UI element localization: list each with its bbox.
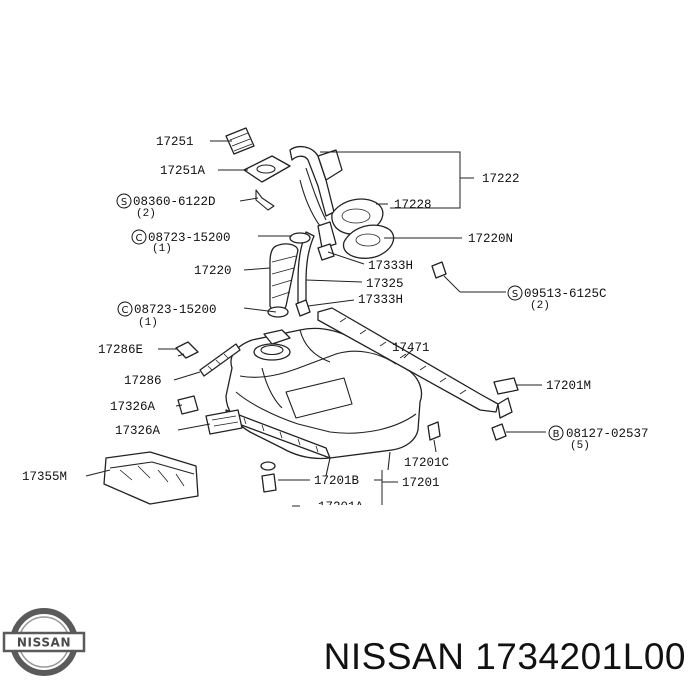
- bracket-17201M: [493, 377, 519, 395]
- caption-brand: NISSAN: [323, 636, 465, 677]
- logo-text: NISSAN: [17, 636, 71, 650]
- label-08360: 08360-6122D: [133, 195, 216, 209]
- label-17325: 17325: [366, 277, 404, 291]
- label-17471: 17471: [392, 341, 430, 355]
- svg-text:B: B: [553, 429, 560, 440]
- label-17326A-1: 17326A: [110, 400, 156, 414]
- marker-b-08127: B: [548, 425, 564, 441]
- part-caption: NISSAN 1734201L00: [324, 636, 686, 678]
- label-17333H-2: 17333H: [358, 293, 403, 307]
- label-17333H-1: 17333H: [368, 259, 413, 273]
- label-17251A: 17251A: [160, 164, 206, 178]
- label-17228: 17228: [394, 198, 432, 212]
- label-09513-qty: (2): [530, 300, 550, 312]
- tank-strap-17471: [317, 307, 513, 419]
- label-08127: 08127-02537: [566, 427, 649, 441]
- callout-labels: 17251 17251A 08360-6122D (2) 08723-15200…: [22, 135, 649, 514]
- label-17286E: 17286E: [98, 343, 143, 357]
- shield-17355M: [103, 451, 199, 505]
- svg-text:S: S: [121, 197, 127, 208]
- fuel-tank: [225, 327, 423, 477]
- marker-s-08360: S: [116, 193, 132, 209]
- svg-text:C: C: [136, 233, 143, 244]
- bracket-17286E: [175, 341, 199, 359]
- label-17201C: 17201C: [404, 456, 449, 470]
- marker-c-08723-a: C: [131, 229, 147, 245]
- label-17326A-2: 17326A: [115, 424, 161, 438]
- bolt-17201C: [427, 421, 441, 441]
- svg-text:C: C: [122, 305, 129, 316]
- marker-s-09513: S: [507, 285, 523, 301]
- label-17251: 17251: [156, 135, 194, 149]
- pad-17286: [199, 343, 241, 377]
- nissan-logo: NISSAN: [2, 608, 86, 676]
- label-17201: 17201: [402, 476, 440, 490]
- filler-tube: [267, 145, 343, 318]
- label-09513: 09513-6125C: [524, 287, 607, 301]
- marker-c-08723-b: C: [117, 301, 133, 317]
- bolt-08127: [491, 423, 507, 441]
- label-17220N: 17220N: [468, 232, 513, 246]
- bolt-17201B: [260, 461, 277, 493]
- label-08723-a: 08723-15200: [148, 231, 231, 245]
- label-08127-qty: (5): [570, 440, 590, 452]
- label-17201M: 17201M: [546, 379, 591, 393]
- label-17201B: 17201B: [314, 474, 360, 488]
- label-17222: 17222: [482, 172, 520, 186]
- label-08723-b-qty: (1): [138, 317, 158, 329]
- clip-17333H: [295, 243, 335, 317]
- filler-cap-17251: [225, 127, 255, 155]
- label-17286: 17286: [124, 374, 162, 388]
- label-17355M: 17355M: [22, 470, 67, 484]
- logo-bar: [2, 631, 86, 653]
- svg-text:S: S: [512, 289, 518, 300]
- crop-mask: [300, 505, 420, 519]
- bolt-09513: [431, 261, 447, 279]
- gasket-17220N: [343, 224, 395, 259]
- label-17220: 17220: [194, 264, 232, 278]
- label-08360-qty: (2): [136, 208, 156, 220]
- label-08723-b: 08723-15200: [134, 303, 217, 317]
- pad-17326A: [177, 395, 243, 435]
- caption-part-number: 1734201L00: [475, 636, 686, 677]
- label-08723-a-qty: (1): [152, 243, 172, 255]
- filler-lid-17251A: [243, 155, 291, 211]
